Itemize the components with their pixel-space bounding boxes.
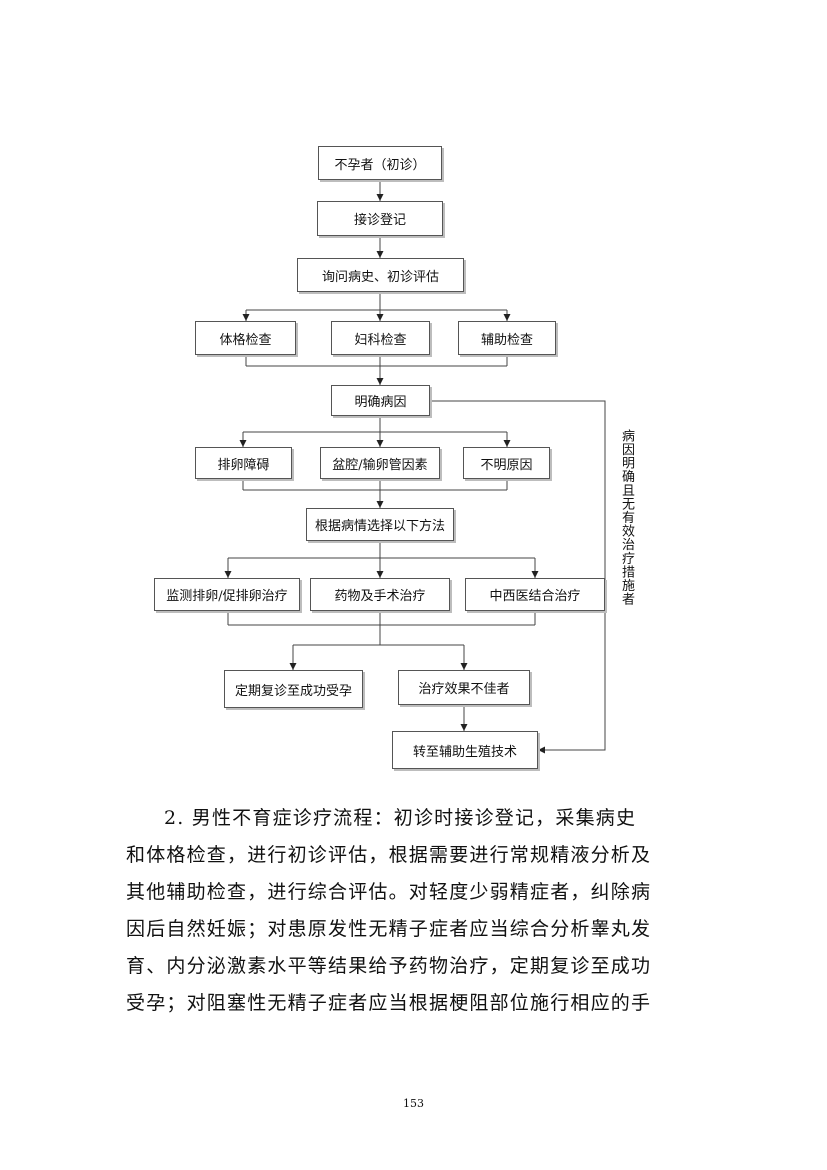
flowchart-connectors [224,180,606,754]
box-art: 转至辅助生殖技术 [392,731,538,769]
side-path-to-art [430,400,606,754]
box-cause-ovulation: 排卵障碍 [195,447,292,479]
box-treat-monitor: 监测排卵/促排卵治疗 [154,578,300,611]
box-register: 接诊登记 [317,201,443,236]
paragraph-line: 受孕；对阻塞性无精子症者应当根据梗阻部位施行相应的手 [126,992,652,1014]
box-exam-physical: 体格检查 [195,321,296,355]
paragraph-line: 因后自然妊娠；对患原发性无精子症者应当综合分析睾丸发 [126,918,652,940]
box-diagnosis: 明确病因 [331,385,430,416]
box-choose-method: 根据病情选择以下方法 [306,508,454,541]
paragraph-line: 2. 男性不育症诊疗流程：初诊时接诊登记，采集病史 [164,807,637,829]
side-path-label: 病因明确且无有效治疗措施者 [619,429,634,606]
box-treat-drug: 药物及手术治疗 [310,578,450,611]
box-exam-aux: 辅助检查 [458,321,556,355]
box-history: 询问病史、初诊评估 [297,258,464,292]
paragraph-line: 其他辅助检查，进行综合评估。对轻度少弱精症者，纠除病 [126,881,652,903]
box-followup: 定期复诊至成功受孕 [224,670,363,708]
box-cause-pelvic: 盆腔/输卵管因素 [320,447,440,479]
box-cause-unknown: 不明原因 [463,447,550,479]
box-poor-effect: 治疗效果不佳者 [398,670,530,705]
page-number: 153 [403,1097,424,1110]
box-treat-tcm: 中西医结合治疗 [465,578,605,611]
paragraph-line: 和体格检查，进行初诊评估，根据需要进行常规精液分析及 [126,844,652,866]
box-exam-gyn: 妇科检查 [331,321,430,355]
paragraph-line: 育、内分泌激素水平等结果给予药物治疗，定期复诊至成功 [126,955,652,977]
box-start: 不孕者（初诊） [318,146,442,180]
body-paragraph: 2. 男性不育症诊疗流程：初诊时接诊登记，采集病史 和体格检查，进行初诊评估，根… [126,800,706,1022]
